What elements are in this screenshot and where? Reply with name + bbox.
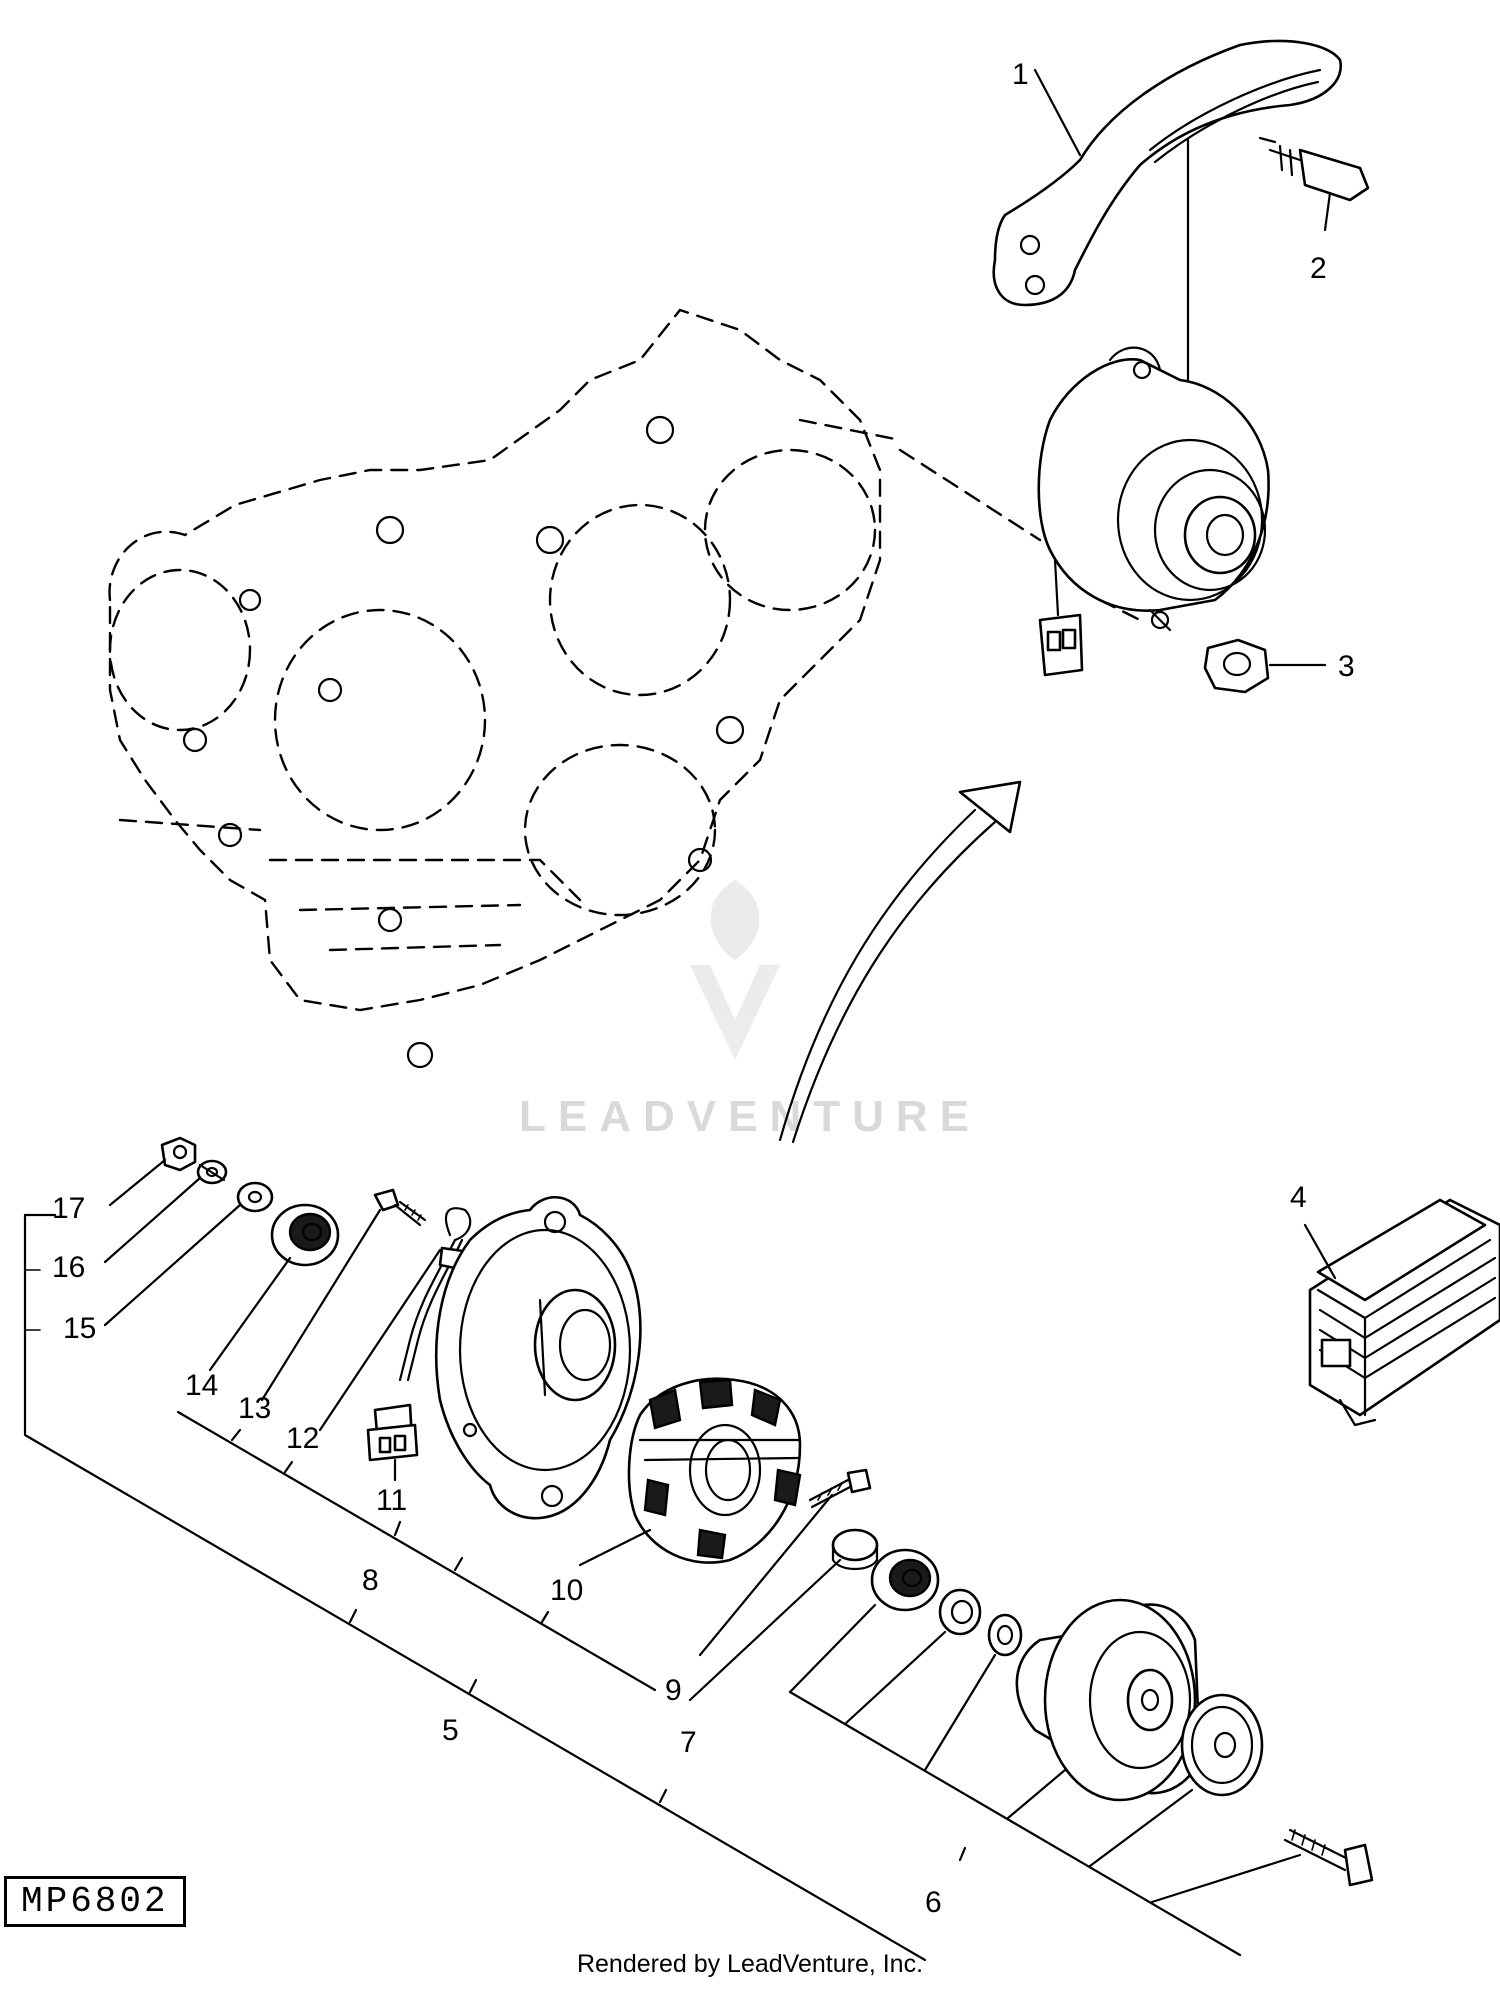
stator-10-part bbox=[627, 1377, 802, 1564]
callout-7: 7 bbox=[680, 1726, 697, 1759]
render-credit: Rendered by LeadVenture, Inc. bbox=[576, 1950, 924, 1978]
callout-9: 9 bbox=[665, 1674, 682, 1707]
callout-8: 8 bbox=[362, 1564, 379, 1597]
alternator-nut-part bbox=[1203, 638, 1327, 694]
connector-11-part bbox=[366, 1403, 419, 1462]
watermark-text: LEADVENTURE bbox=[518, 1092, 982, 1141]
callout-10: 10 bbox=[550, 1574, 583, 1607]
strap-bolt-part bbox=[1258, 136, 1370, 202]
fan-washer-6e-part bbox=[1180, 1693, 1264, 1797]
alternator-assembly bbox=[1037, 346, 1270, 677]
callout-12: 12 bbox=[286, 1422, 319, 1455]
watermark-logo-icon bbox=[690, 880, 780, 1060]
callout-15: 15 bbox=[63, 1312, 96, 1345]
exploded-view-arrow bbox=[778, 780, 1022, 1144]
callout-1: 1 bbox=[1012, 58, 1029, 91]
adjusting-strap-part bbox=[992, 39, 1343, 307]
callout-4: 4 bbox=[1290, 1181, 1307, 1214]
pulley-bolt-6f-part bbox=[1283, 1828, 1374, 1887]
pulley-6d-part bbox=[1015, 1598, 1202, 1802]
callout-16: 16 bbox=[52, 1251, 85, 1284]
callout-6: 6 bbox=[925, 1886, 942, 1919]
spacer-6b-part bbox=[938, 1588, 982, 1636]
diagram-code-label: MP6802 bbox=[4, 1876, 186, 1927]
lock-washer-16-part bbox=[196, 1159, 228, 1185]
nut-17-part bbox=[160, 1136, 197, 1172]
screw-9-part bbox=[808, 1468, 872, 1509]
end-housing-8-part bbox=[435, 1195, 642, 1520]
callout-2: 2 bbox=[1310, 252, 1327, 285]
callout-13: 13 bbox=[238, 1392, 271, 1425]
callout-17: 17 bbox=[52, 1192, 85, 1225]
bearing-14-part bbox=[270, 1203, 340, 1267]
washer-6c-part bbox=[987, 1613, 1023, 1657]
washer-15-part bbox=[236, 1181, 274, 1213]
engine-block-outline bbox=[108, 308, 902, 1069]
engine-alternator-leader bbox=[898, 448, 1042, 542]
screw-13-part bbox=[373, 1188, 427, 1227]
leader-lines bbox=[23, 68, 1332, 1962]
callout-14: 14 bbox=[185, 1369, 218, 1402]
callout-labels: 1 2 3 4 5 6 7 8 9 10 11 12 13 14 15 16 1… bbox=[52, 58, 1355, 1919]
voltage-regulator-part bbox=[1303, 1198, 1500, 1427]
callout-5: 5 bbox=[442, 1714, 459, 1747]
bushing-7-part bbox=[831, 1528, 879, 1571]
bearing-6a-part bbox=[870, 1548, 940, 1612]
callout-11: 11 bbox=[376, 1484, 407, 1517]
callout-3: 3 bbox=[1338, 650, 1355, 683]
